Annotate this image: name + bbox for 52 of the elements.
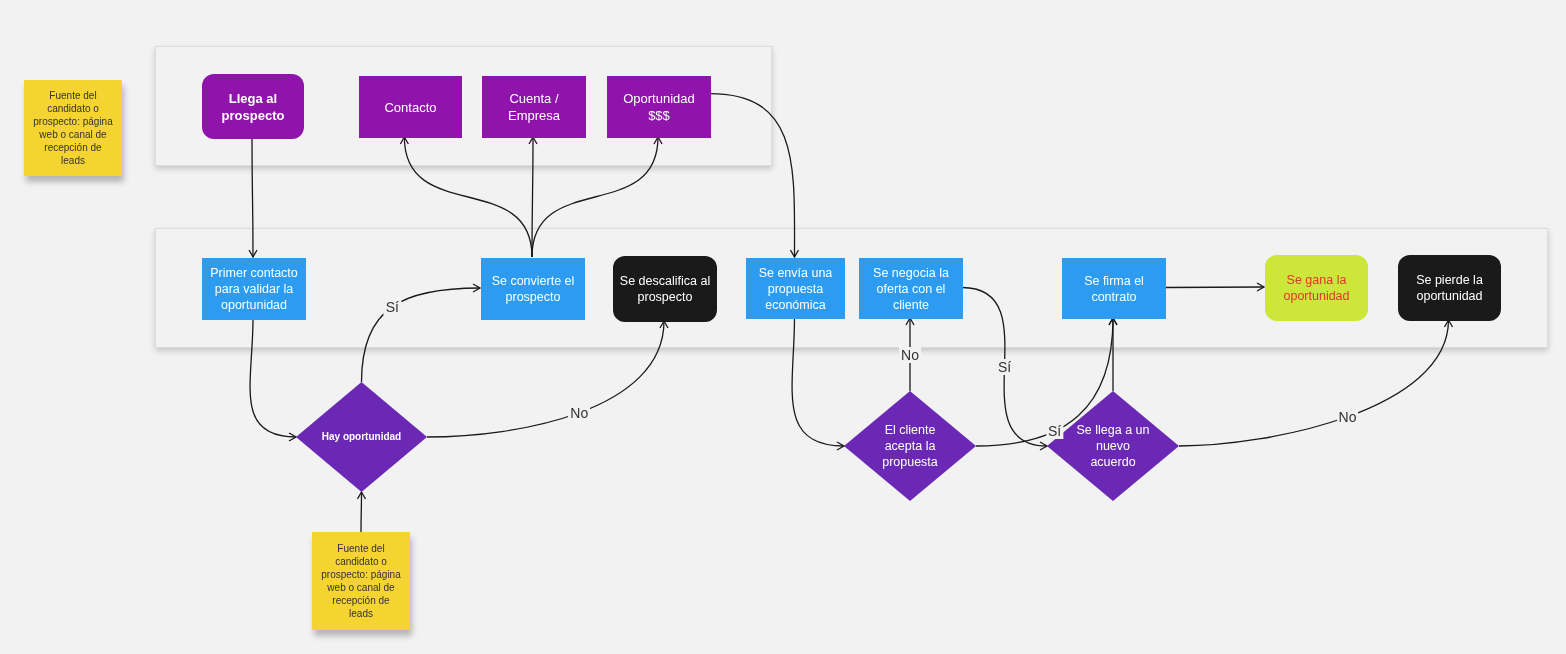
process-box [607, 76, 711, 138]
node-label: Fuente del candidato o prospecto: página web o canal de recepción de leads [32, 89, 114, 167]
sticky-note [24, 80, 122, 176]
decision-diamond [844, 391, 976, 501]
node-label: Se convierte el prospecto [490, 273, 576, 305]
process-box [202, 258, 306, 320]
node-label: Contacto [384, 98, 437, 116]
process-box [202, 74, 304, 139]
node-label: El cliente acepta la propuesta [881, 422, 939, 470]
process-box [613, 256, 717, 322]
process-box [1398, 255, 1501, 321]
edge-label: No [568, 404, 591, 421]
process-box [359, 76, 462, 138]
arrow [1178, 319, 1452, 447]
node-label: Cuenta / Empresa [507, 90, 561, 124]
decision-diamond [1047, 391, 1179, 501]
process-box [1062, 258, 1166, 319]
arrow [249, 318, 297, 442]
process-box [1265, 255, 1368, 321]
arrow [1108, 317, 1118, 392]
process-box [481, 258, 585, 320]
node-label: Hay oportunidad [321, 430, 402, 444]
node-label: Se envía una propuesta económica [757, 264, 834, 313]
arrow [356, 491, 367, 533]
node-label: Se llega a un nuevo acuerdo [1075, 422, 1151, 470]
arrow [961, 286, 1048, 450]
node-label: Fuente del candidato o prospecto: página web o canal de recepción de leads [320, 542, 402, 620]
swimlane-band [155, 46, 772, 166]
decision-diamond [296, 382, 427, 492]
process-box [482, 76, 586, 138]
arrow [1164, 282, 1265, 292]
sticky-note [312, 532, 410, 630]
node-label: Oportunidad $$$ [622, 90, 696, 124]
node-label: Se gana la oportunidad [1282, 272, 1351, 304]
node-label: Llega al prospecto [220, 89, 286, 124]
swimlane-band [155, 228, 1548, 348]
node-label: Se pierde la oportunidad [1415, 272, 1484, 304]
node-label: Primer contacto para validar la oportunidad [209, 265, 299, 313]
edge-label: Sí [995, 358, 1014, 375]
node-label: Se descalifica al prospecto [618, 273, 712, 305]
edge-label: Sí [1045, 423, 1064, 440]
node-label: Se firma el contrato [1083, 272, 1145, 305]
arrow [426, 320, 668, 438]
arrow [905, 317, 915, 392]
arrow [531, 136, 662, 258]
arrow [248, 137, 258, 258]
arrow [360, 283, 481, 383]
process-box [859, 258, 963, 319]
arrow [791, 317, 845, 451]
node-label: Se negocia la oferta con el cliente [872, 264, 950, 313]
process-box [746, 258, 845, 319]
arrow [709, 92, 800, 258]
